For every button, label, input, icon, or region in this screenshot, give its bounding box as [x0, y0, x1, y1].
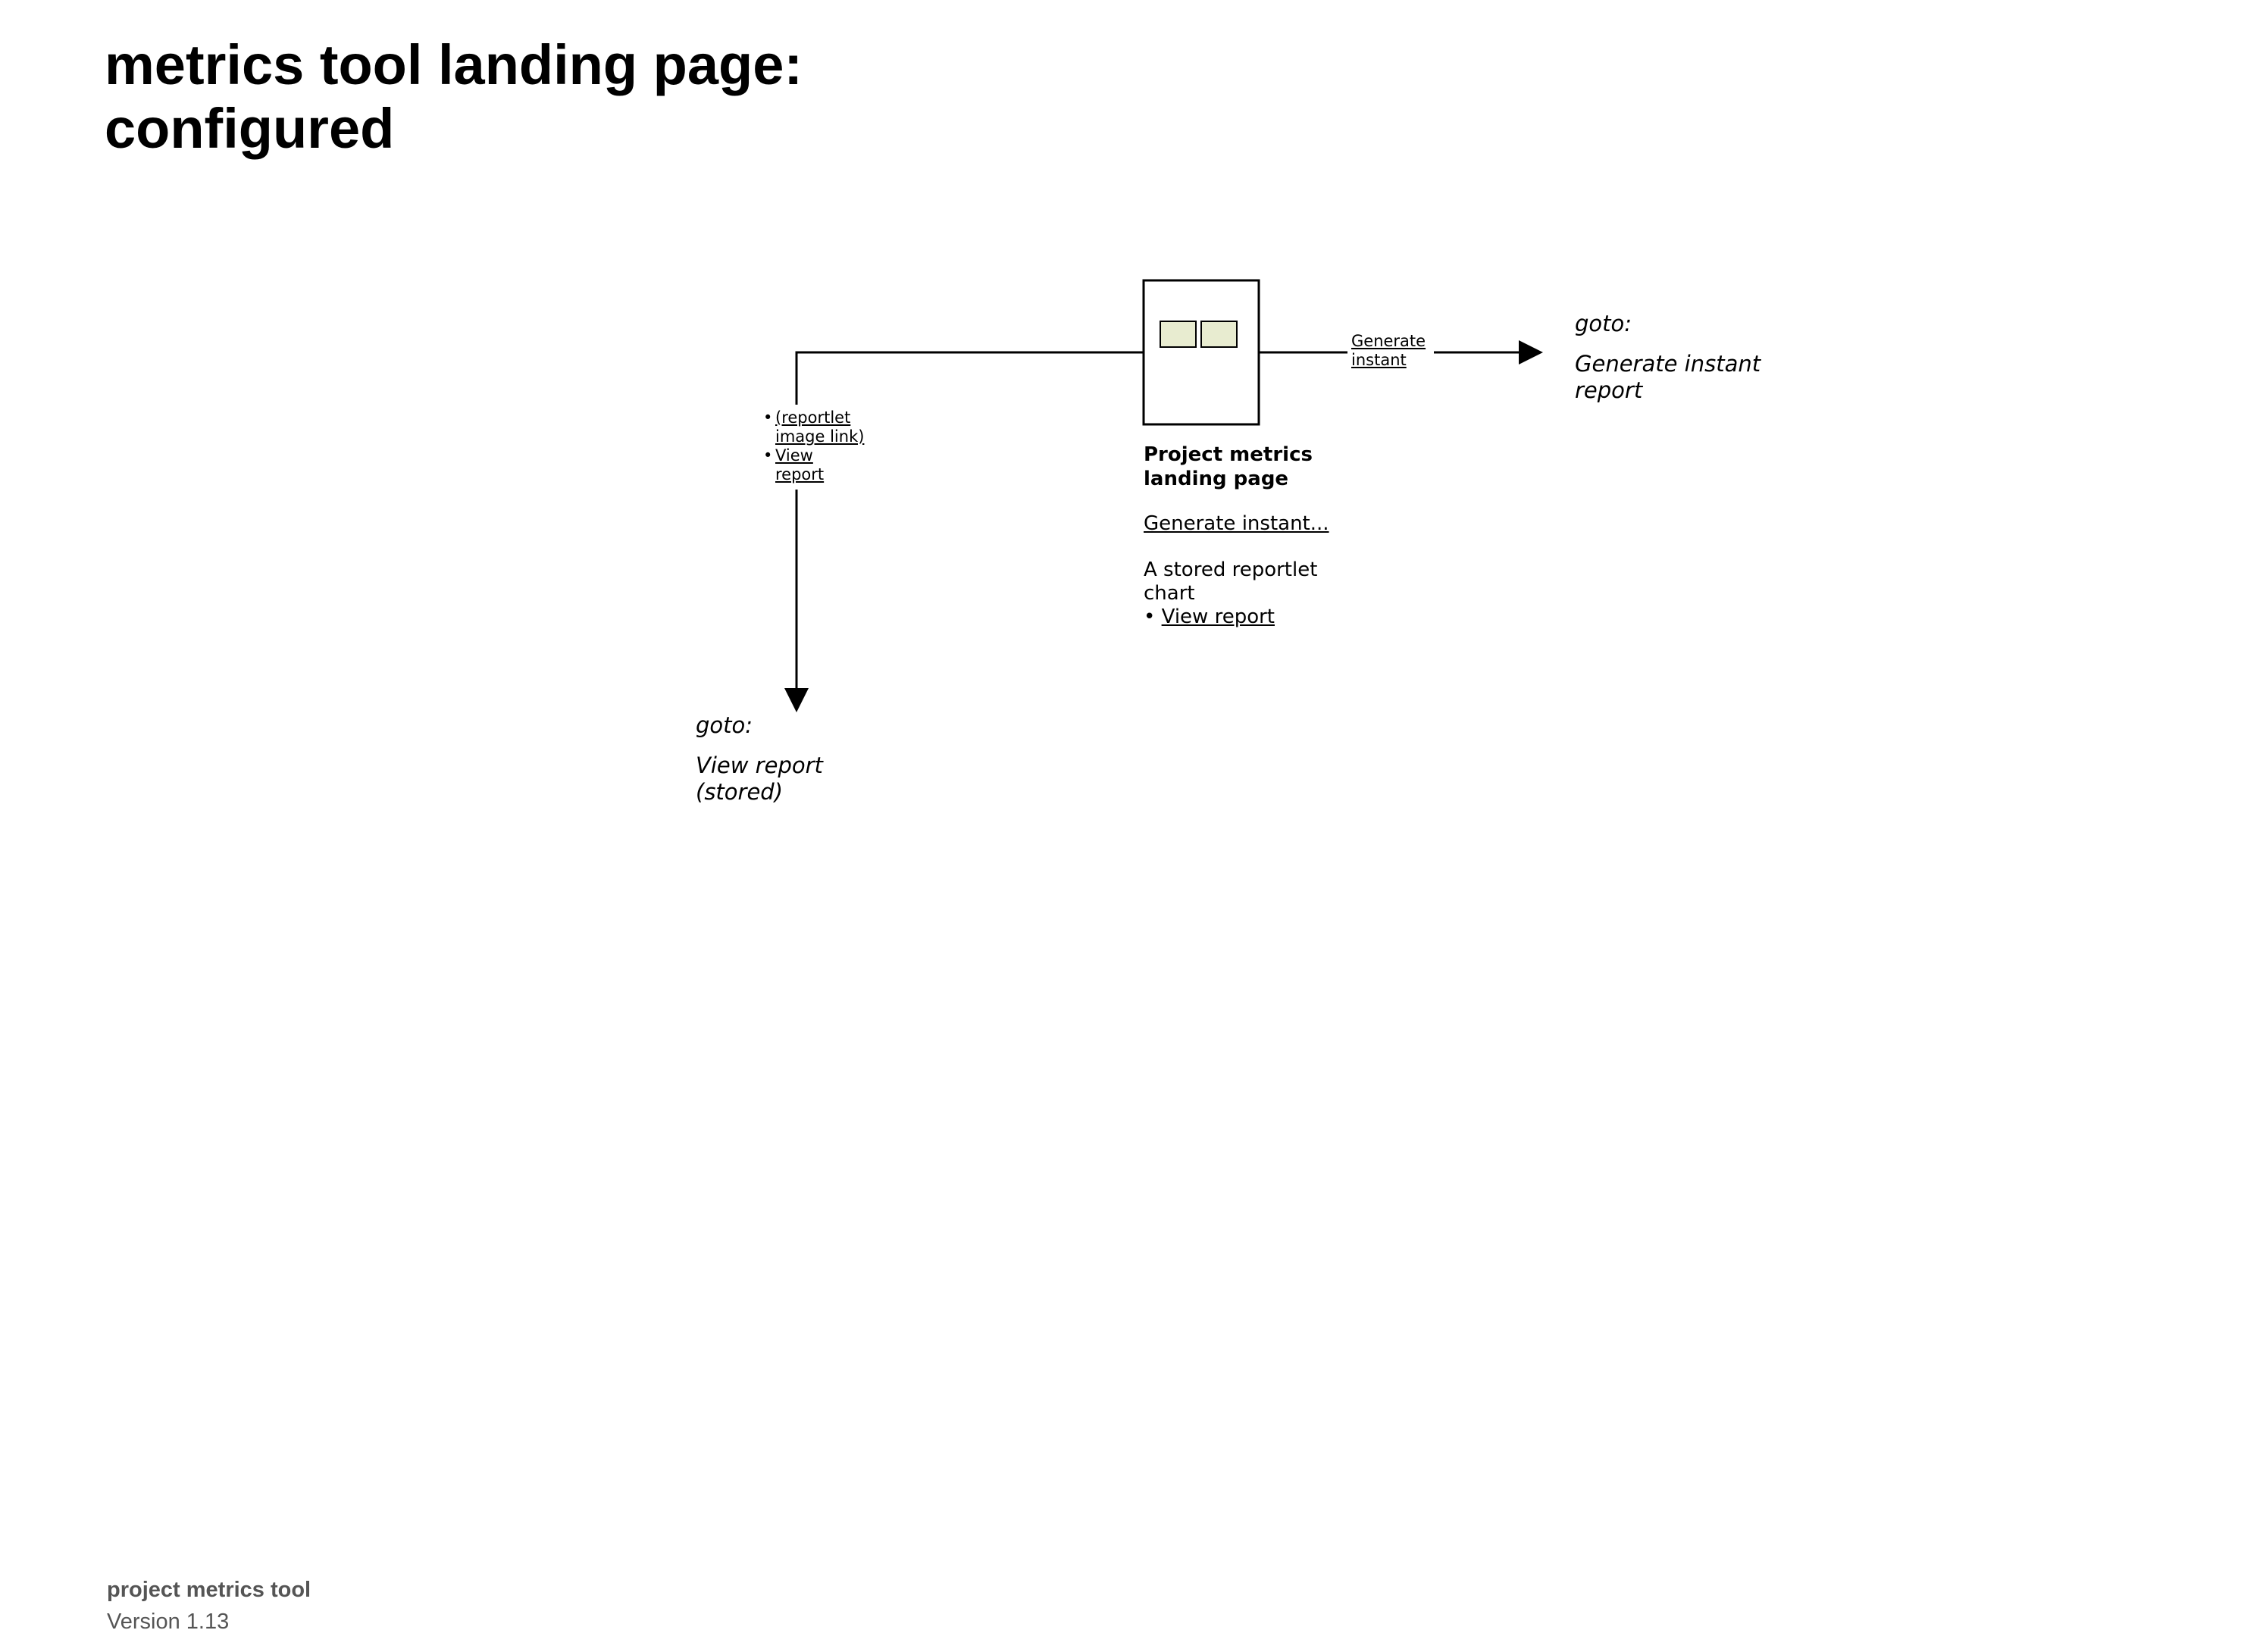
bullet: • [763, 446, 773, 465]
screen-title: Project metrics landing page [1144, 443, 1313, 490]
page-title-line-2: configured [105, 97, 395, 160]
arrowhead-right [1519, 340, 1543, 365]
edge-label-list: • (reportlet image link) • View report [763, 408, 864, 484]
stored-reportlet-text: A stored reportlet chart • View report [1144, 558, 1318, 629]
edge-label-generate-instant[interactable]: Generate instant [1351, 332, 1426, 370]
goto-view-report-stored: goto: View report (stored) [696, 712, 823, 806]
screen-thumbnail [1142, 279, 1260, 426]
goto-destination[interactable]: View report (stored) [696, 752, 823, 805]
thumbnail-panel-right [1200, 321, 1238, 348]
goto-generate-instant-report: goto: Generate instant report [1575, 311, 1761, 404]
reportlet-image-link[interactable]: (reportlet image link) [775, 408, 865, 446]
connector-left-down [795, 351, 1144, 405]
page-title: metrics tool landing page: configured [105, 33, 938, 161]
list-item[interactable]: • View report [763, 446, 864, 484]
arrowhead-down [784, 688, 809, 712]
goto-prefix: goto: [696, 712, 753, 738]
goto-destination[interactable]: Generate instant report [1575, 351, 1761, 403]
footer-product-name: project metrics tool [107, 1578, 311, 1602]
view-report-link[interactable]: View report [1161, 605, 1275, 628]
view-report-edge-link[interactable]: View report [775, 446, 825, 483]
page-title-line-1: metrics tool landing page: [105, 33, 803, 96]
goto-prefix: goto: [1575, 311, 1632, 336]
view-report-item: • View report [1144, 605, 1317, 629]
footer-version: Version 1.13 [107, 1610, 230, 1634]
list-item[interactable]: • (reportlet image link) [763, 408, 864, 446]
generate-instant-link[interactable]: Generate instant... [1144, 512, 1329, 535]
edge-label-line-1: Generate [1351, 332, 1426, 350]
bullet: • [1144, 605, 1156, 628]
thumbnail-panel-left [1160, 321, 1197, 348]
edge-label-line-2: instant [1351, 351, 1407, 369]
bullet: • [763, 408, 773, 427]
